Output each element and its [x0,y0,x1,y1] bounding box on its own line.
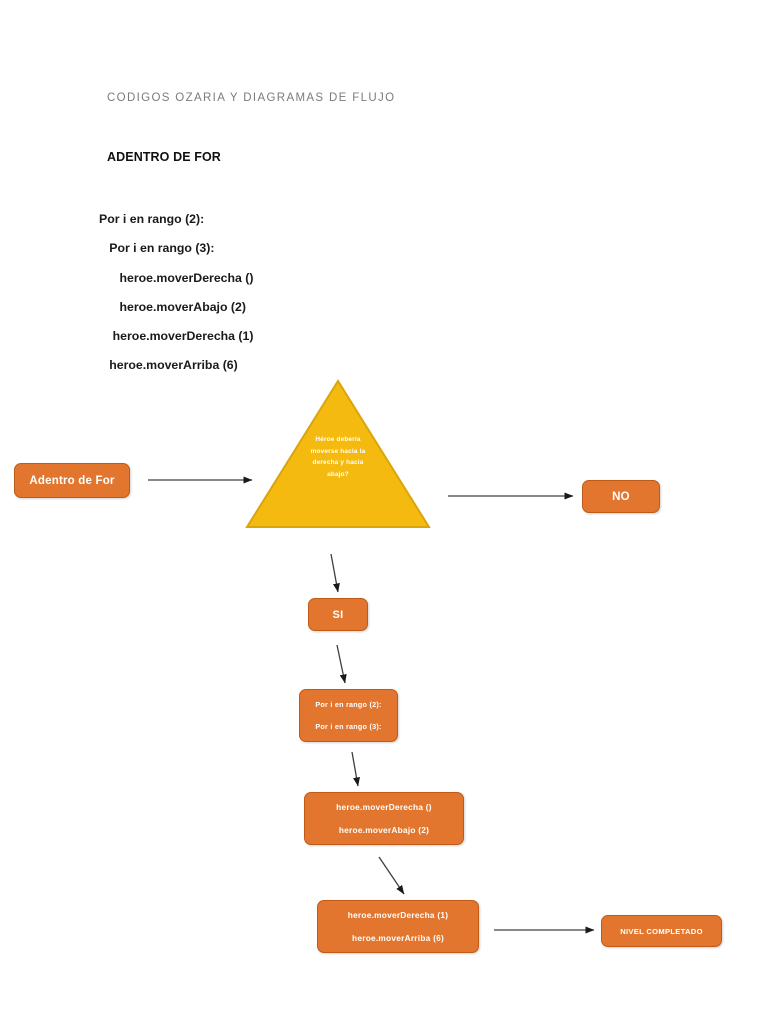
connector-loops-to-move-a [351,751,360,787]
flow-node-move-b-line: heroe.moverDerecha (1) [347,910,449,920]
code-block: Por i en rango (2): Por i en rango (3): … [99,205,519,381]
connector-decision-to-si [330,553,340,593]
code-line: heroe.moverArriba (6) [99,358,238,373]
connector-move-a-to-move-b [378,856,405,895]
flow-node-loops-line: Por i en rango (3): [315,722,382,731]
flow-node-start-label: Adentro de For [29,474,115,487]
code-line: Por i en rango (2): [99,212,205,226]
flow-node-move-a-line: heroe.moverAbajo (2) [338,825,430,835]
connector-si-to-loops [336,644,347,684]
flow-node-start[interactable]: Adentro de For [14,463,130,498]
code-line: heroe.moverAbajo (2) [99,299,246,314]
flow-node-no-label: NO [612,490,630,503]
triangle-shape [245,379,431,528]
flow-node-move-a[interactable]: heroe.moverDerecha () heroe.moverAbajo (… [304,792,464,845]
code-line: heroe.moverDerecha () [99,270,254,285]
section-heading: ADENTRO DE FOR [107,150,221,164]
page-title: CODIGOS OZARIA Y DIAGRAMAS DE FLUJO [107,92,396,104]
flow-node-loops[interactable]: Por i en rango (2): Por i en rango (3): [299,689,398,742]
flow-node-end[interactable]: NIVEL COMPLETADO [601,915,722,947]
flow-node-no[interactable]: NO [582,480,660,513]
flow-node-si[interactable]: SI [308,598,368,631]
flow-node-end-label: NIVEL COMPLETADO [620,926,703,936]
flow-node-decision[interactable]: Héroe debería moverse hacia la derecha y… [244,378,432,530]
flow-node-move-b[interactable]: heroe.moverDerecha (1) heroe.moverArriba… [317,900,479,953]
code-line: heroe.moverDerecha (1) [99,329,254,344]
flow-node-loops-line: Por i en rango (2): [315,700,382,709]
flow-node-move-b-line: heroe.moverArriba (6) [352,933,444,943]
code-line: Por i en rango (3): [99,241,215,256]
flow-node-si-label: SI [332,608,344,621]
flow-node-move-a-line: heroe.moverDerecha () [336,802,432,812]
